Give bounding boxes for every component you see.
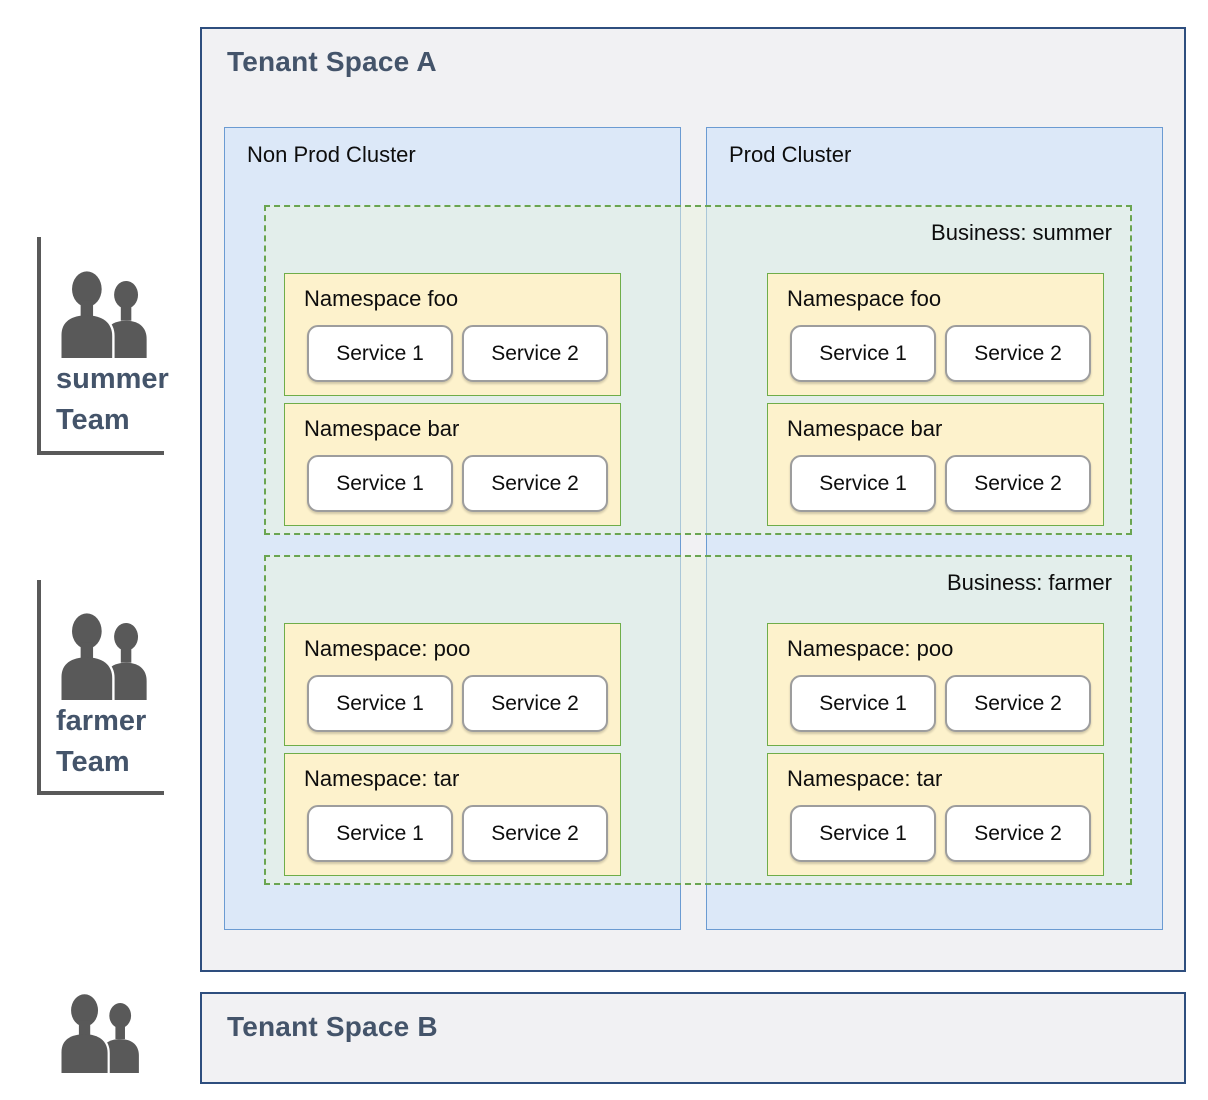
service-box: Service 1 xyxy=(790,325,936,382)
people-icon xyxy=(56,269,155,363)
summer-team-label: summer Team xyxy=(56,359,169,441)
namespace-box: Namespace: tar Service 1 Service 2 xyxy=(284,753,621,876)
business-label: Business: summer xyxy=(931,220,1112,245)
namespace-box: Namespace: tar Service 1 Service 2 xyxy=(767,753,1104,876)
namespace-label: Namespace: tar xyxy=(787,766,943,791)
service-box: Service 2 xyxy=(945,675,1091,732)
business-box-summer: Business: summer Namespace foo Service 1… xyxy=(264,205,1132,535)
farmer-bracket-line-vertical xyxy=(37,580,41,795)
service-box: Service 2 xyxy=(462,675,608,732)
service-box: Service 2 xyxy=(462,325,608,382)
service-box: Service 1 xyxy=(790,675,936,732)
namespace-box: Namespace bar Service 1 Service 2 xyxy=(284,403,621,526)
namespace-box: Namespace foo Service 1 Service 2 xyxy=(284,273,621,396)
tenant-space-b: Tenant Space B xyxy=(200,992,1186,1084)
service-box: Service 2 xyxy=(945,805,1091,862)
service-box: Service 1 xyxy=(790,805,936,862)
team-name-line: farmer xyxy=(56,705,147,737)
service-box: Service 1 xyxy=(307,455,453,512)
namespace-label: Namespace foo xyxy=(304,286,459,311)
namespace-box: Namespace: poo Service 1 Service 2 xyxy=(284,623,621,746)
namespace-box: Namespace bar Service 1 Service 2 xyxy=(767,403,1104,526)
service-box: Service 2 xyxy=(945,455,1091,512)
farmer-bracket-line-horizontal xyxy=(37,791,164,795)
service-box: Service 1 xyxy=(307,805,453,862)
summer-bracket-line-vertical xyxy=(37,237,41,455)
service-box: Service 2 xyxy=(945,325,1091,382)
cluster-label: Non Prod Cluster xyxy=(247,142,416,167)
namespace-box: Namespace foo Service 1 Service 2 xyxy=(767,273,1104,396)
service-box: Service 1 xyxy=(307,675,453,732)
business-box-farmer: Business: farmer Namespace: poo Service … xyxy=(264,555,1132,885)
namespace-label: Namespace bar xyxy=(304,416,460,441)
team-name-line: summer xyxy=(56,363,169,395)
namespace-label: Namespace foo xyxy=(787,286,942,311)
tenant-space-a-title: Tenant Space A xyxy=(227,46,437,77)
service-box: Service 2 xyxy=(462,455,608,512)
namespace-label: Namespace bar xyxy=(787,416,943,441)
namespace-box: Namespace: poo Service 1 Service 2 xyxy=(767,623,1104,746)
team-word-line: Team xyxy=(56,746,130,778)
business-label: Business: farmer xyxy=(946,570,1112,595)
people-icon xyxy=(57,992,146,1078)
namespace-label: Namespace: tar xyxy=(304,766,460,791)
team-word-line: Team xyxy=(56,404,130,436)
tenant-space-a: Tenant Space A Non Prod Cluster Prod Clu… xyxy=(200,27,1186,972)
service-box: Service 1 xyxy=(790,455,936,512)
namespace-label: Namespace: poo xyxy=(787,636,954,661)
tenant-space-b-title: Tenant Space B xyxy=(227,1011,438,1042)
cluster-label: Prod Cluster xyxy=(729,142,852,167)
service-box: Service 2 xyxy=(462,805,608,862)
service-box: Service 1 xyxy=(307,325,453,382)
farmer-team-label: farmer Team xyxy=(56,701,146,783)
namespace-label: Namespace: poo xyxy=(304,636,471,661)
summer-bracket-line-horizontal xyxy=(37,451,164,455)
people-icon xyxy=(56,611,155,705)
